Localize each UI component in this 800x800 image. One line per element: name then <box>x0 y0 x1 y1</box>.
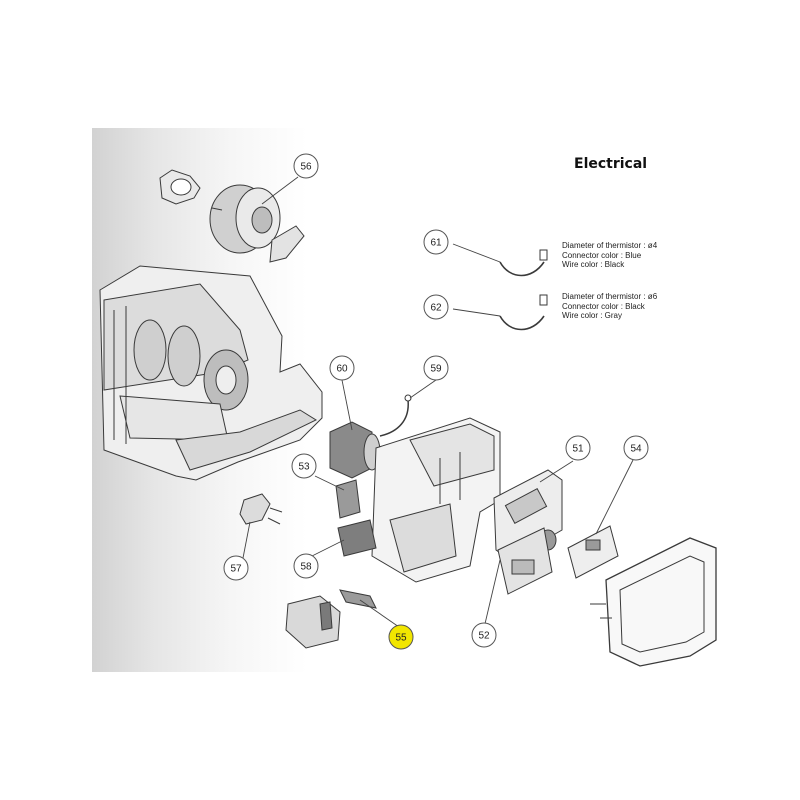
coil-part-60 <box>329 421 381 479</box>
electrical-cover <box>590 537 717 667</box>
callout-60: 60 <box>329 355 355 381</box>
callout-label: 60 <box>336 364 348 375</box>
callout-label: 52 <box>478 631 490 642</box>
callout-label: 54 <box>630 444 642 455</box>
spec-connector-color: Connector color : Black <box>562 301 645 311</box>
callout-label: 57 <box>230 564 242 575</box>
thermistor-61-specs: Diameter of thermistor : ø4 Connector co… <box>562 241 657 270</box>
callout-57: 57 <box>223 555 249 581</box>
callout-circle <box>293 153 319 179</box>
callout-circle <box>291 453 317 479</box>
callout-62: 62 <box>423 294 449 320</box>
connector-part-57 <box>239 493 283 525</box>
callout-label: 59 <box>430 364 442 375</box>
callout-circle <box>423 294 449 320</box>
spec-wire-color: Wire color : Gray <box>562 311 623 320</box>
callout-label: 62 <box>430 303 442 314</box>
callout-61: 61 <box>423 229 449 255</box>
indoor-unit-housing <box>99 265 323 481</box>
callout-circle <box>623 435 649 461</box>
callout-59: 59 <box>423 355 449 381</box>
callout-52: 52 <box>471 622 497 648</box>
callout-circle <box>293 553 319 579</box>
callout-label: 58 <box>300 562 312 573</box>
callout-53: 53 <box>291 453 317 479</box>
callout-55: 55 <box>388 624 414 650</box>
small-pcb-part-54 <box>567 525 619 579</box>
spec-diameter: Diameter of thermistor : ø6 <box>562 292 658 301</box>
callout-circle <box>388 624 414 650</box>
relay-part-58 <box>337 519 377 557</box>
sensor-wire-part-59 <box>379 394 412 437</box>
callout-circle <box>565 435 591 461</box>
callout-label: 53 <box>298 462 310 473</box>
callout-layer: 56 60 59 61 62 53 51 54 57 58 55 52 <box>223 153 649 650</box>
display-board-part-55 <box>285 589 377 649</box>
diagram-title: Electrical <box>574 156 648 172</box>
callout-label: 51 <box>572 444 584 455</box>
callout-circle <box>423 355 449 381</box>
callout-58: 58 <box>293 553 319 579</box>
pcb-base-part-52 <box>497 527 553 595</box>
fan-motor-part <box>159 169 305 263</box>
callout-label: 55 <box>395 633 407 644</box>
callout-circle <box>329 355 355 381</box>
leader-lines <box>242 176 634 629</box>
spec-wire-color: Wire color : Black <box>562 260 625 269</box>
callout-56: 56 <box>293 153 319 179</box>
callout-circle <box>471 622 497 648</box>
spec-diameter: Diameter of thermistor : ø4 <box>562 241 658 250</box>
callout-51: 51 <box>565 435 591 461</box>
callout-circle <box>423 229 449 255</box>
terminal-block-part-53 <box>335 479 361 519</box>
thermistor-62 <box>499 294 548 331</box>
callout-label: 61 <box>430 238 442 249</box>
callout-label: 56 <box>300 162 312 173</box>
thermistor-61 <box>499 249 548 277</box>
thermistor-62-specs: Diameter of thermistor : ø6 Connector co… <box>562 292 657 321</box>
callout-circle <box>223 555 249 581</box>
spec-connector-color: Connector color : Blue <box>562 250 642 260</box>
control-box <box>371 417 501 583</box>
callout-54: 54 <box>623 435 649 461</box>
